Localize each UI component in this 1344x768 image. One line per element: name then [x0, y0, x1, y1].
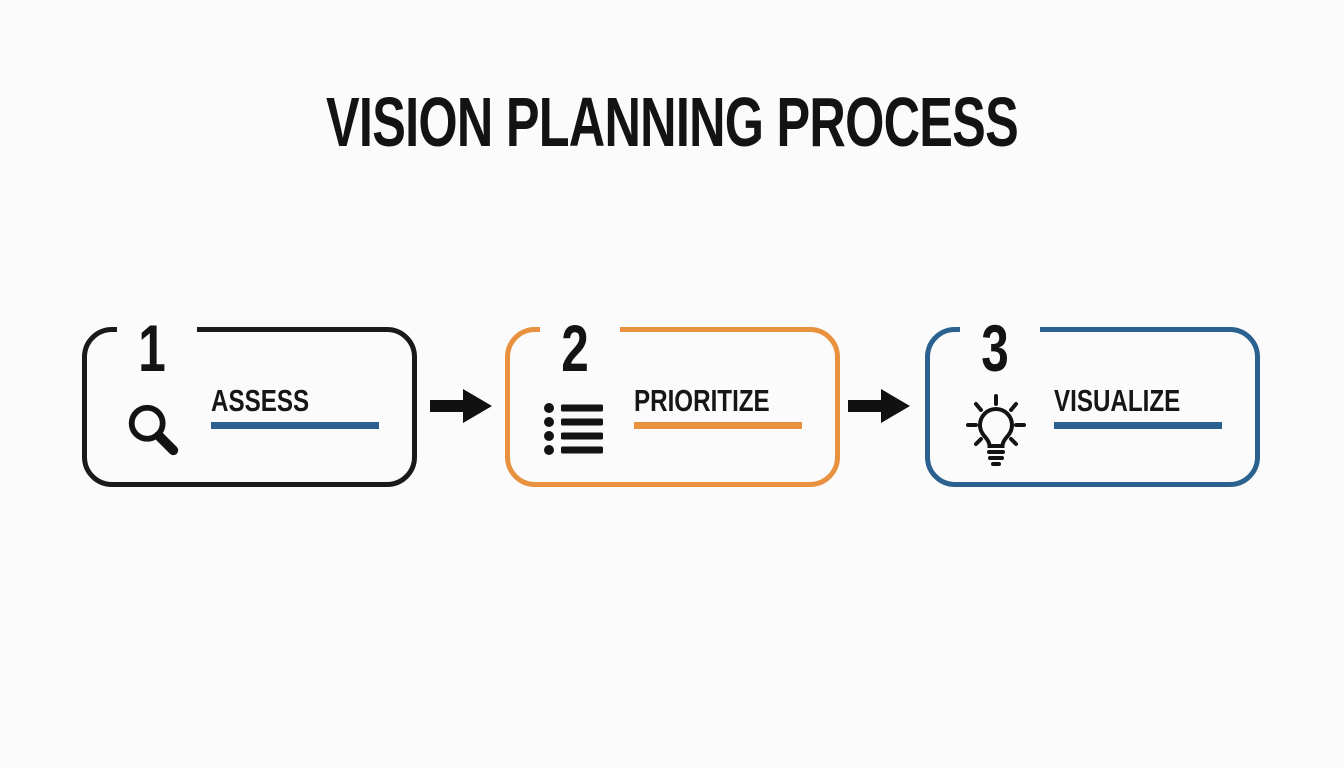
step-box-prioritize: 2 PRIORITIZE	[505, 315, 840, 487]
page-title: VISION PLANNING PROCESS	[326, 83, 1019, 161]
label-underline	[634, 422, 802, 430]
step-box-visualize: 3	[925, 315, 1260, 487]
border-gap	[960, 325, 1040, 336]
step-label: ASSESS	[211, 383, 310, 418]
lightbulb-icon	[960, 392, 1032, 468]
step-number: 1	[138, 311, 166, 385]
label-underline	[211, 422, 379, 430]
step-number: 3	[981, 311, 1009, 385]
label-underline	[1054, 422, 1222, 430]
list-icon	[540, 392, 612, 468]
search-icon	[117, 392, 189, 468]
label-block: VISUALIZE	[1054, 383, 1226, 430]
step-label: PRIORITIZE	[634, 383, 770, 418]
step-label: VISUALIZE	[1054, 383, 1181, 418]
step-number: 2	[561, 311, 589, 385]
step-box-assess: 1 ASSESS	[82, 315, 417, 487]
border-gap	[117, 325, 197, 336]
arrow-right-icon	[848, 387, 910, 425]
border-gap	[540, 325, 620, 336]
label-block: ASSESS	[211, 383, 383, 430]
label-block: PRIORITIZE	[634, 383, 806, 430]
arrow-right-icon	[430, 387, 492, 425]
